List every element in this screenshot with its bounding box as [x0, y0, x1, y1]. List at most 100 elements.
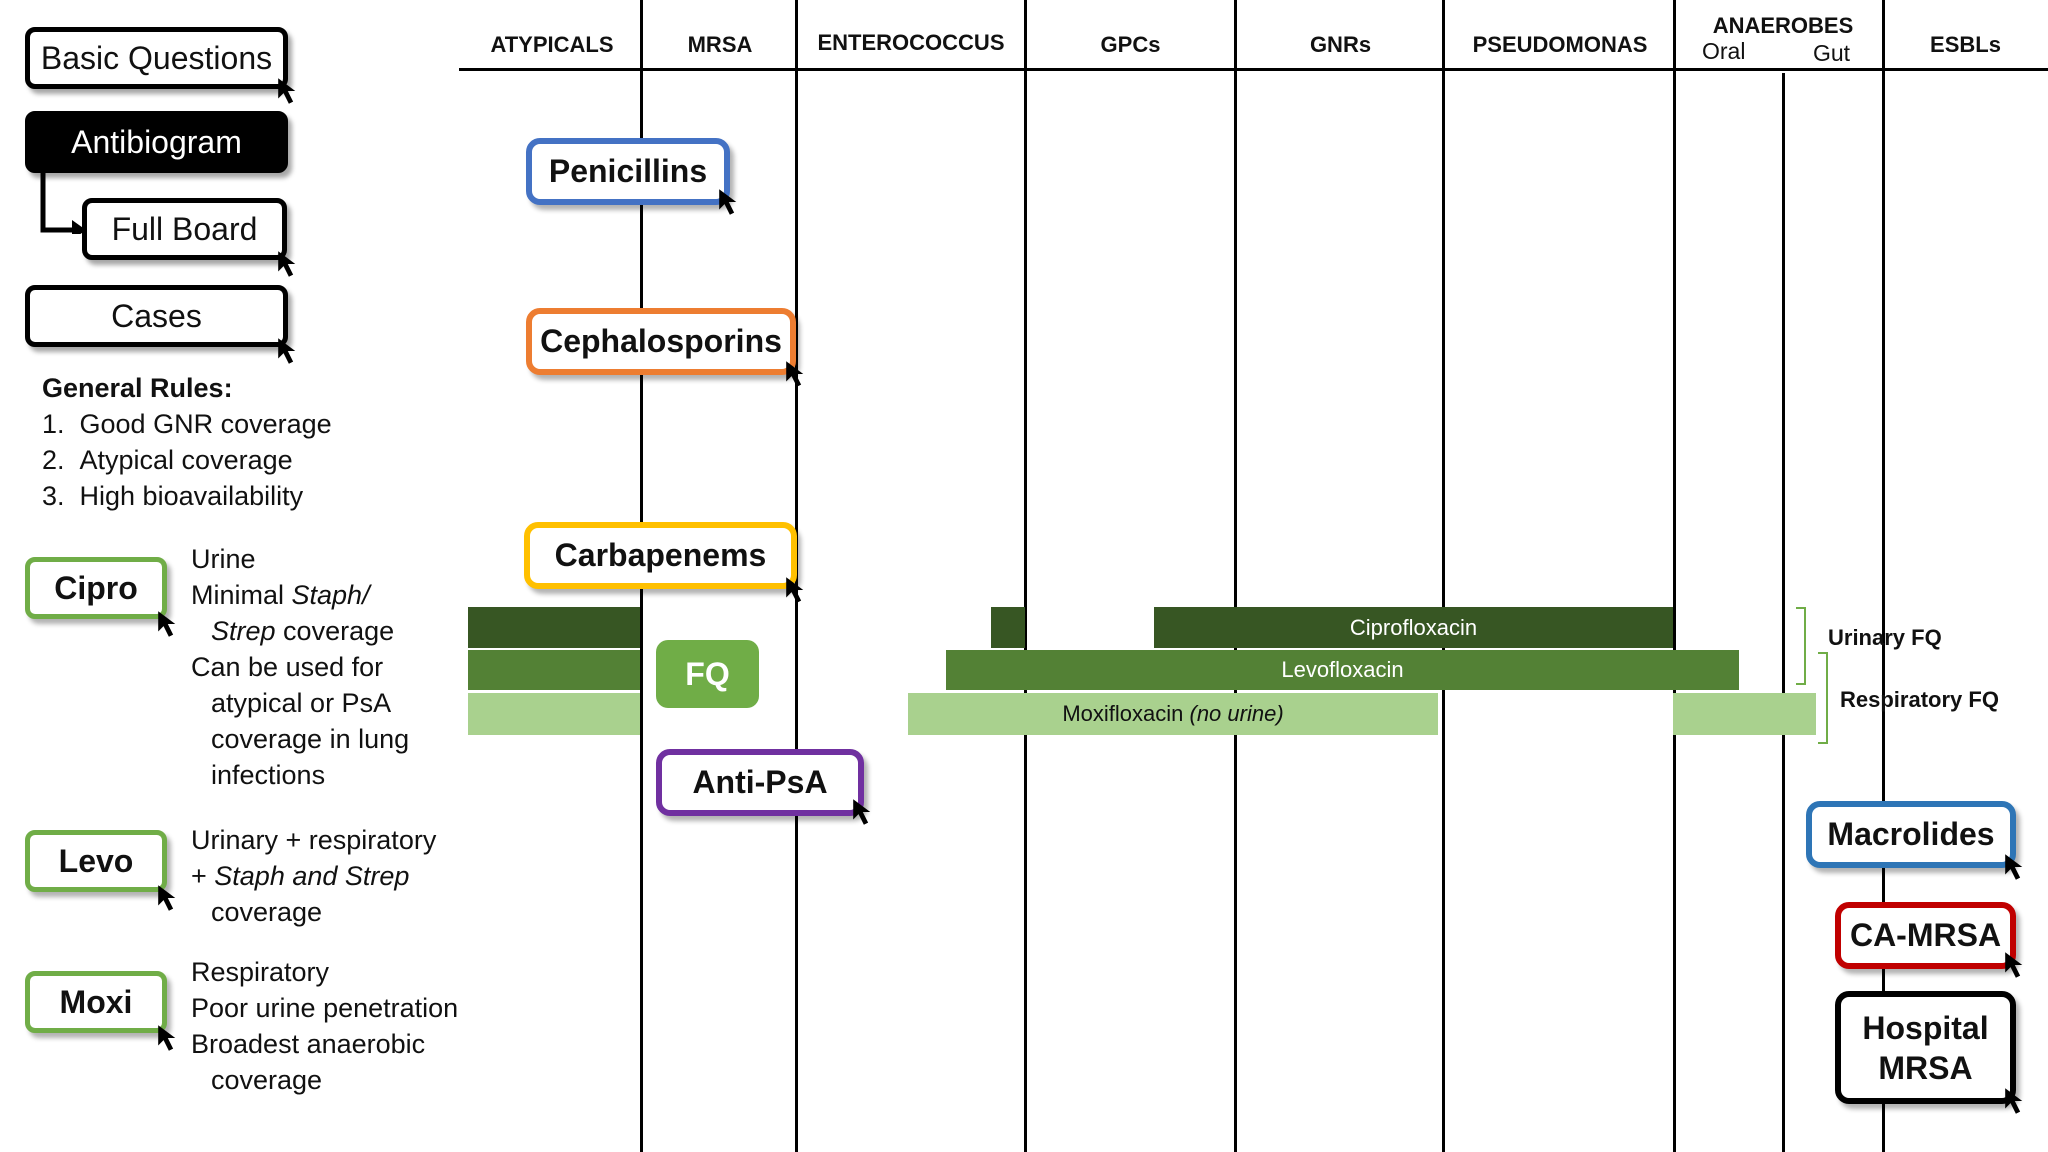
pointer-cursor-icon	[786, 361, 804, 387]
levo-desc-line: + Staph and Strep	[191, 858, 436, 894]
column-header-mrsa: MRSA	[687, 32, 753, 57]
cipro-bar-enterococcus	[991, 607, 1025, 648]
penicillins-button[interactable]: Penicillins	[526, 138, 730, 205]
column-header-gnrs: GNRs	[1309, 32, 1372, 57]
urinary-fq-bracket	[1796, 607, 1806, 685]
fq-button[interactable]: FQ	[656, 640, 759, 708]
rule-item: 1. Good GNR coverage	[42, 409, 332, 439]
text: coverage	[275, 616, 395, 646]
pointer-cursor-icon	[278, 78, 296, 104]
penicillins-label: Penicillins	[548, 153, 708, 189]
column-divider	[1782, 73, 1785, 1152]
moxi-desc-line: Broadest anaerobic	[191, 1029, 426, 1059]
column-header-gpcs: GPCs	[1100, 32, 1161, 57]
carbapenems-label: Carbapenems	[554, 537, 767, 573]
cipro-bar-main: Ciprofloxacin	[1154, 607, 1673, 648]
carbapenems-button[interactable]: Carbapenems	[524, 522, 797, 589]
antibiogram-label: Antibiogram	[71, 123, 242, 160]
pointer-cursor-icon	[158, 1025, 176, 1051]
pointer-cursor-icon	[158, 611, 176, 637]
text: Staph and Strep	[214, 861, 410, 891]
rule-item: 3. High bioavailability	[42, 481, 304, 511]
column-divider	[1024, 0, 1027, 1152]
anti-psa-button[interactable]: Anti-PsA	[656, 749, 864, 816]
levo-button[interactable]: Levo	[25, 830, 167, 892]
moxi-desc-line: Poor urine penetration	[191, 993, 459, 1023]
pointer-cursor-icon	[786, 577, 804, 603]
column-divider	[1882, 0, 1885, 1152]
cipro-label: Cipro	[54, 569, 138, 606]
hospital-mrsa-label-line: Hospital	[1862, 1009, 1989, 1046]
header-divider	[459, 68, 2048, 71]
cipro-desc-line: infections	[211, 760, 326, 790]
pointer-cursor-icon	[2005, 854, 2023, 880]
column-divider	[1442, 0, 1445, 1152]
moxi-desc-line: coverage	[211, 1065, 323, 1095]
cases-button[interactable]: Cases	[25, 285, 288, 347]
column-header-gut: Gut	[1813, 40, 1851, 66]
moxi-bar-label: Moxifloxacin	[1062, 701, 1184, 726]
cipro-desc-line: atypical or PsA	[211, 688, 392, 718]
pointer-cursor-icon	[278, 338, 296, 364]
antibiogram-button[interactable]: Antibiogram	[25, 111, 288, 173]
macrolides-label: Macrolides	[1827, 816, 1995, 852]
cipro-desc-line: Minimal Staph/	[191, 577, 409, 613]
text: Minimal	[191, 580, 292, 610]
hospital-mrsa-label-line: MRSA	[1878, 1049, 1973, 1086]
general-rules: General Rules: 1. Good GNR coverage 2. A…	[42, 370, 332, 514]
cipro-desc-line: Can be used for	[191, 652, 384, 682]
pointer-cursor-icon	[278, 251, 296, 277]
basic-questions-label: Basic Questions	[40, 39, 273, 76]
cipro-bar-atypicals	[468, 607, 640, 648]
levo-desc-line: Urinary + respiratory	[191, 825, 437, 855]
pointer-cursor-icon	[853, 799, 871, 825]
urinary-fq-label: Urinary FQ	[1828, 625, 1942, 650]
levo-bar-atypicals	[468, 650, 640, 690]
cases-label: Cases	[111, 297, 202, 334]
moxi-description: Respiratory Poor urine penetration Broad…	[191, 954, 458, 1098]
basic-questions-button[interactable]: Basic Questions	[25, 27, 288, 89]
moxi-bar-note: (no urine)	[1189, 701, 1284, 726]
respiratory-fq-label: Respiratory FQ	[1840, 687, 1999, 712]
ca-mrsa-label: CA-MRSA	[1849, 917, 2002, 953]
fq-label: FQ	[685, 655, 730, 692]
cipro-desc-line: Strep coverage	[191, 613, 409, 649]
column-header-anaerobes: ANAEROBES	[1712, 13, 1854, 38]
column-divider	[1673, 0, 1676, 1152]
respiratory-fq-bracket	[1818, 652, 1828, 744]
general-rules-heading: General Rules:	[42, 373, 233, 403]
cipro-bar-label: Ciprofloxacin	[1349, 614, 1478, 640]
cipro-description: Urine Minimal Staph/ Strep coverage Can …	[191, 541, 409, 793]
full-board-button[interactable]: Full Board	[82, 198, 287, 260]
ca-mrsa-button[interactable]: CA-MRSA	[1835, 902, 2016, 969]
pointer-cursor-icon	[2005, 1088, 2023, 1114]
text: +	[191, 861, 215, 891]
text: Strep	[211, 616, 276, 646]
full-board-label: Full Board	[111, 210, 258, 247]
cephalosporins-label: Cephalosporins	[540, 323, 782, 359]
cipro-desc-line: coverage in lung	[211, 724, 410, 754]
column-header-enterococcus: ENTEROCOCCUS	[817, 30, 1005, 55]
levo-description: Urinary + respiratory + Staph and Strep …	[191, 822, 436, 930]
moxi-label: Moxi	[59, 983, 133, 1020]
column-header-oral: Oral	[1702, 38, 1746, 64]
levo-bar-label: Levofloxacin	[1281, 657, 1404, 682]
column-header-esbls: ESBLs	[1930, 32, 2001, 57]
macrolides-button[interactable]: Macrolides	[1806, 801, 2016, 868]
cipro-button[interactable]: Cipro	[25, 557, 167, 619]
moxi-bar-main: Moxifloxacin (no urine)	[908, 693, 1438, 735]
column-header-pseudomonas: PSEUDOMONAS	[1472, 32, 1648, 57]
moxi-button[interactable]: Moxi	[25, 971, 167, 1033]
moxi-bar-atypicals	[468, 693, 640, 735]
pointer-cursor-icon	[719, 189, 737, 215]
moxi-desc-line: Respiratory	[191, 957, 330, 987]
cephalosporins-button[interactable]: Cephalosporins	[526, 308, 796, 375]
text: Staph/	[291, 580, 370, 610]
connector-arrow-icon	[40, 172, 86, 234]
moxi-bar-anaerobes	[1673, 693, 1816, 735]
levo-desc-line: coverage	[211, 897, 323, 927]
column-header-atypicals: ATYPICALS	[490, 32, 614, 57]
rule-item: 2. Atypical coverage	[42, 445, 293, 475]
levo-label: Levo	[58, 842, 134, 879]
